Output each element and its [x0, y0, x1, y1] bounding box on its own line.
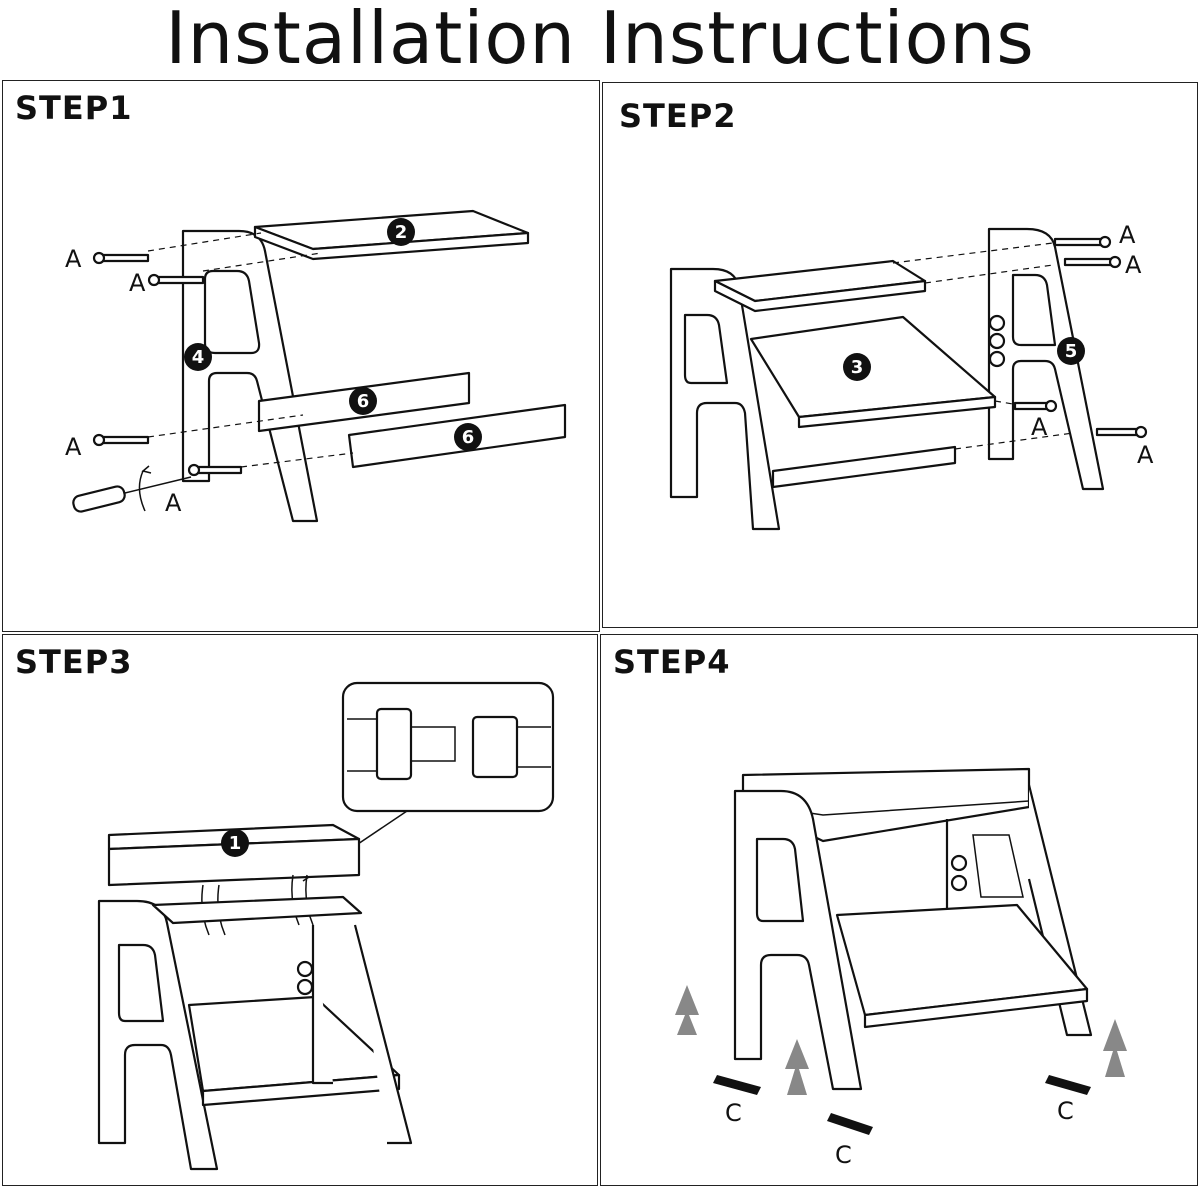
tape-label-c: C [725, 1099, 742, 1127]
side-panel-5 [987, 227, 1105, 491]
part-number-3: 3 [851, 357, 864, 378]
screw-label-a: A [65, 245, 82, 273]
buckle-detail [341, 681, 555, 813]
screw-icon [92, 251, 243, 477]
step1-panel: STEP1 A [2, 80, 600, 632]
side-panel-4 [181, 229, 319, 523]
screw-label-a: A [1125, 251, 1142, 279]
step4-diagram: C C C [675, 767, 1127, 1169]
part-number-2: 2 [395, 222, 408, 243]
screwdriver-icon [72, 465, 192, 513]
part-number-4: 4 [192, 347, 205, 368]
screw-label-a: A [65, 433, 82, 461]
buckle-icon [347, 707, 551, 781]
step2-panel: STEP2 A A A [602, 82, 1198, 628]
tape-label-c: C [1057, 1097, 1074, 1125]
screw-icon [1013, 235, 1148, 439]
step1-diagram: A A A A 2 4 6 6 [65, 209, 567, 523]
part-number-1: 1 [229, 833, 242, 854]
part-number-5: 5 [1065, 341, 1078, 362]
screw-label-a: A [1031, 413, 1048, 441]
screw-label-a: A [165, 489, 182, 517]
step2-diagram: A A A A 3 5 [669, 221, 1154, 531]
step1-label: STEP1 [15, 89, 133, 127]
step2-label: STEP2 [619, 97, 737, 135]
step4-label: STEP4 [613, 643, 731, 681]
screw-label-a: A [129, 269, 146, 297]
step4-panel: STEP4 C C C [600, 634, 1198, 1186]
step3-diagram: 1 [97, 681, 555, 1171]
step3-label: STEP3 [15, 643, 133, 681]
felt-tape-icon [713, 1075, 1091, 1135]
step3-panel: STEP3 1 [2, 634, 598, 1186]
screw-label-a: A [1119, 221, 1136, 249]
part-number-6: 6 [357, 391, 370, 412]
tape-label-c: C [835, 1141, 852, 1169]
part-number-6: 6 [462, 427, 475, 448]
arrow-up-icon [675, 985, 1127, 1095]
page-title: Installation Instructions [165, 0, 1035, 80]
screw-label-a: A [1137, 441, 1154, 469]
